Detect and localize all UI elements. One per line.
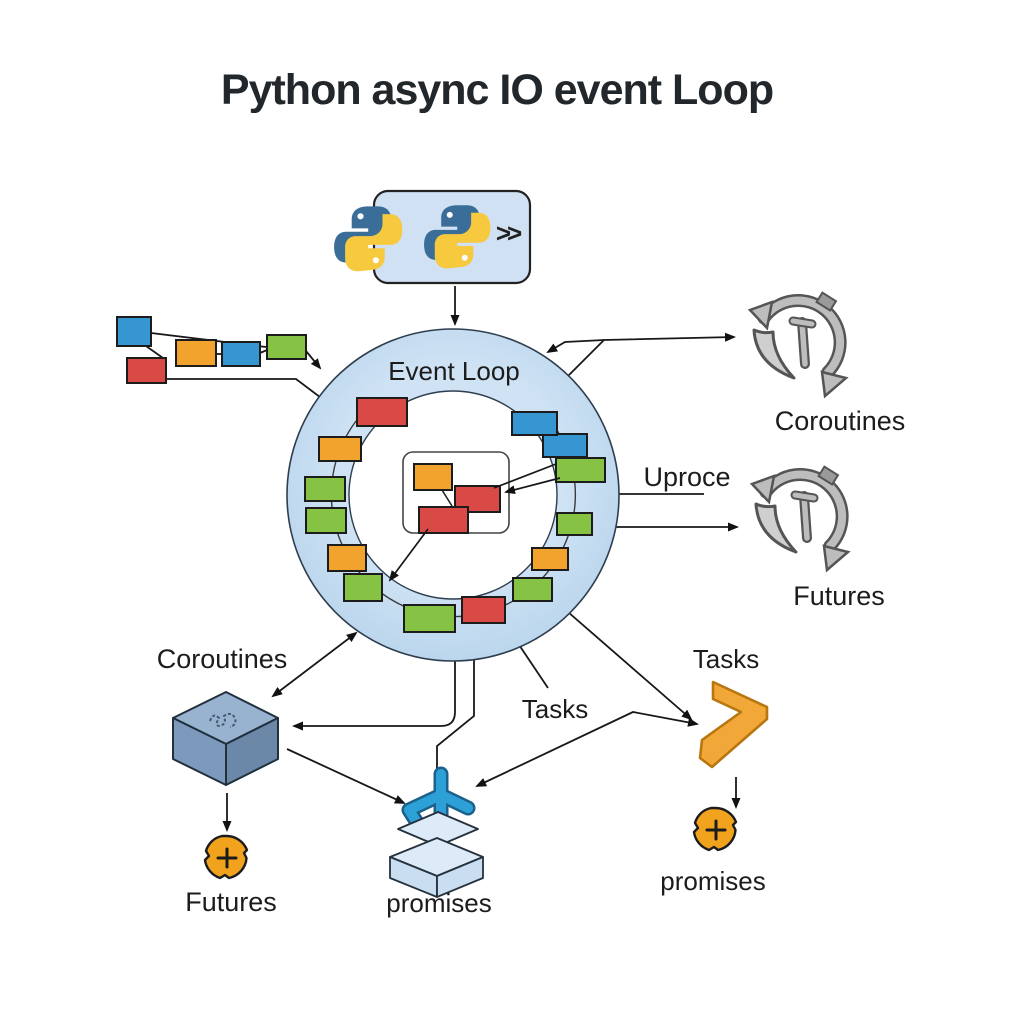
queue-box (126, 357, 167, 384)
ring-task-box (403, 604, 456, 633)
futures-left-label: Futures (185, 887, 277, 917)
arrow-loop-to-coroutines (566, 332, 736, 378)
package-box-icon (389, 811, 484, 898)
ring-task-box (555, 457, 606, 483)
arrow-cube-to-plane (286, 748, 406, 804)
line-queue-4 (259, 349, 268, 354)
ring-task-box (318, 436, 362, 462)
promises-mid-label: promises (386, 888, 492, 918)
ring-task-boxes (304, 397, 606, 633)
coroutines-left-label: Coroutines (156, 644, 288, 674)
ring-task-box (343, 573, 383, 602)
cube-glyph (209, 712, 237, 728)
page-title: Python async IO event Loop (220, 66, 774, 114)
line-loop-to-plane (436, 637, 475, 770)
inner-panel-links (388, 463, 561, 582)
promises-right-label: promises (660, 866, 766, 896)
event-loop-ring (286, 328, 620, 662)
arrow-plane-tasks-bidirectional (475, 711, 699, 787)
ring-task-box (327, 544, 367, 572)
tasks-chevron-icon (698, 680, 769, 769)
inner-task-box (418, 506, 469, 534)
arrow-loop-to-cube (292, 659, 456, 731)
promises-shield-icon (692, 806, 738, 852)
ring-task-box (461, 596, 506, 624)
ring-task-box (542, 433, 588, 458)
ring-task-box (512, 577, 553, 602)
line-queue-2 (145, 345, 164, 359)
python-panel-chevrons: >> (495, 218, 522, 248)
uproce-label: Uproce (643, 462, 731, 492)
futures-right-label: Futures (793, 581, 885, 611)
ring-task-box (356, 397, 408, 427)
python-panel (334, 189, 532, 285)
coroutines-right-label: Coroutines (774, 406, 906, 436)
futures-cycle-icon (752, 467, 848, 570)
incoming-queue (116, 316, 307, 384)
ring-task-box (556, 512, 593, 536)
futures-shield-icon (203, 834, 249, 880)
ring-task-box (304, 476, 346, 502)
current-task-panel (402, 451, 510, 534)
inner-task-box (413, 463, 453, 491)
arrow-queue-to-loop (305, 350, 322, 370)
ring-task-box (531, 547, 569, 571)
arrow-coroutines-to-loop (546, 339, 605, 354)
plane-icon (401, 766, 476, 846)
tasks-right-label: Tasks (692, 644, 760, 674)
ring-task-box (305, 507, 347, 534)
connector-arrows (145, 286, 741, 832)
queue-box (175, 339, 217, 367)
queue-box (266, 334, 307, 360)
queue-box (116, 316, 152, 347)
tasks-mid-label: Tasks (521, 694, 589, 724)
coroutines-cycle-icon (750, 293, 846, 396)
queue-box (221, 341, 261, 367)
arrow-loop-to-tasks-icon (567, 611, 693, 721)
ring-task-box (511, 411, 558, 436)
arrow-loop-cube-bidirectional (271, 631, 358, 698)
cube-icon (172, 691, 279, 786)
event-loop-label: Event Loop (388, 356, 520, 386)
